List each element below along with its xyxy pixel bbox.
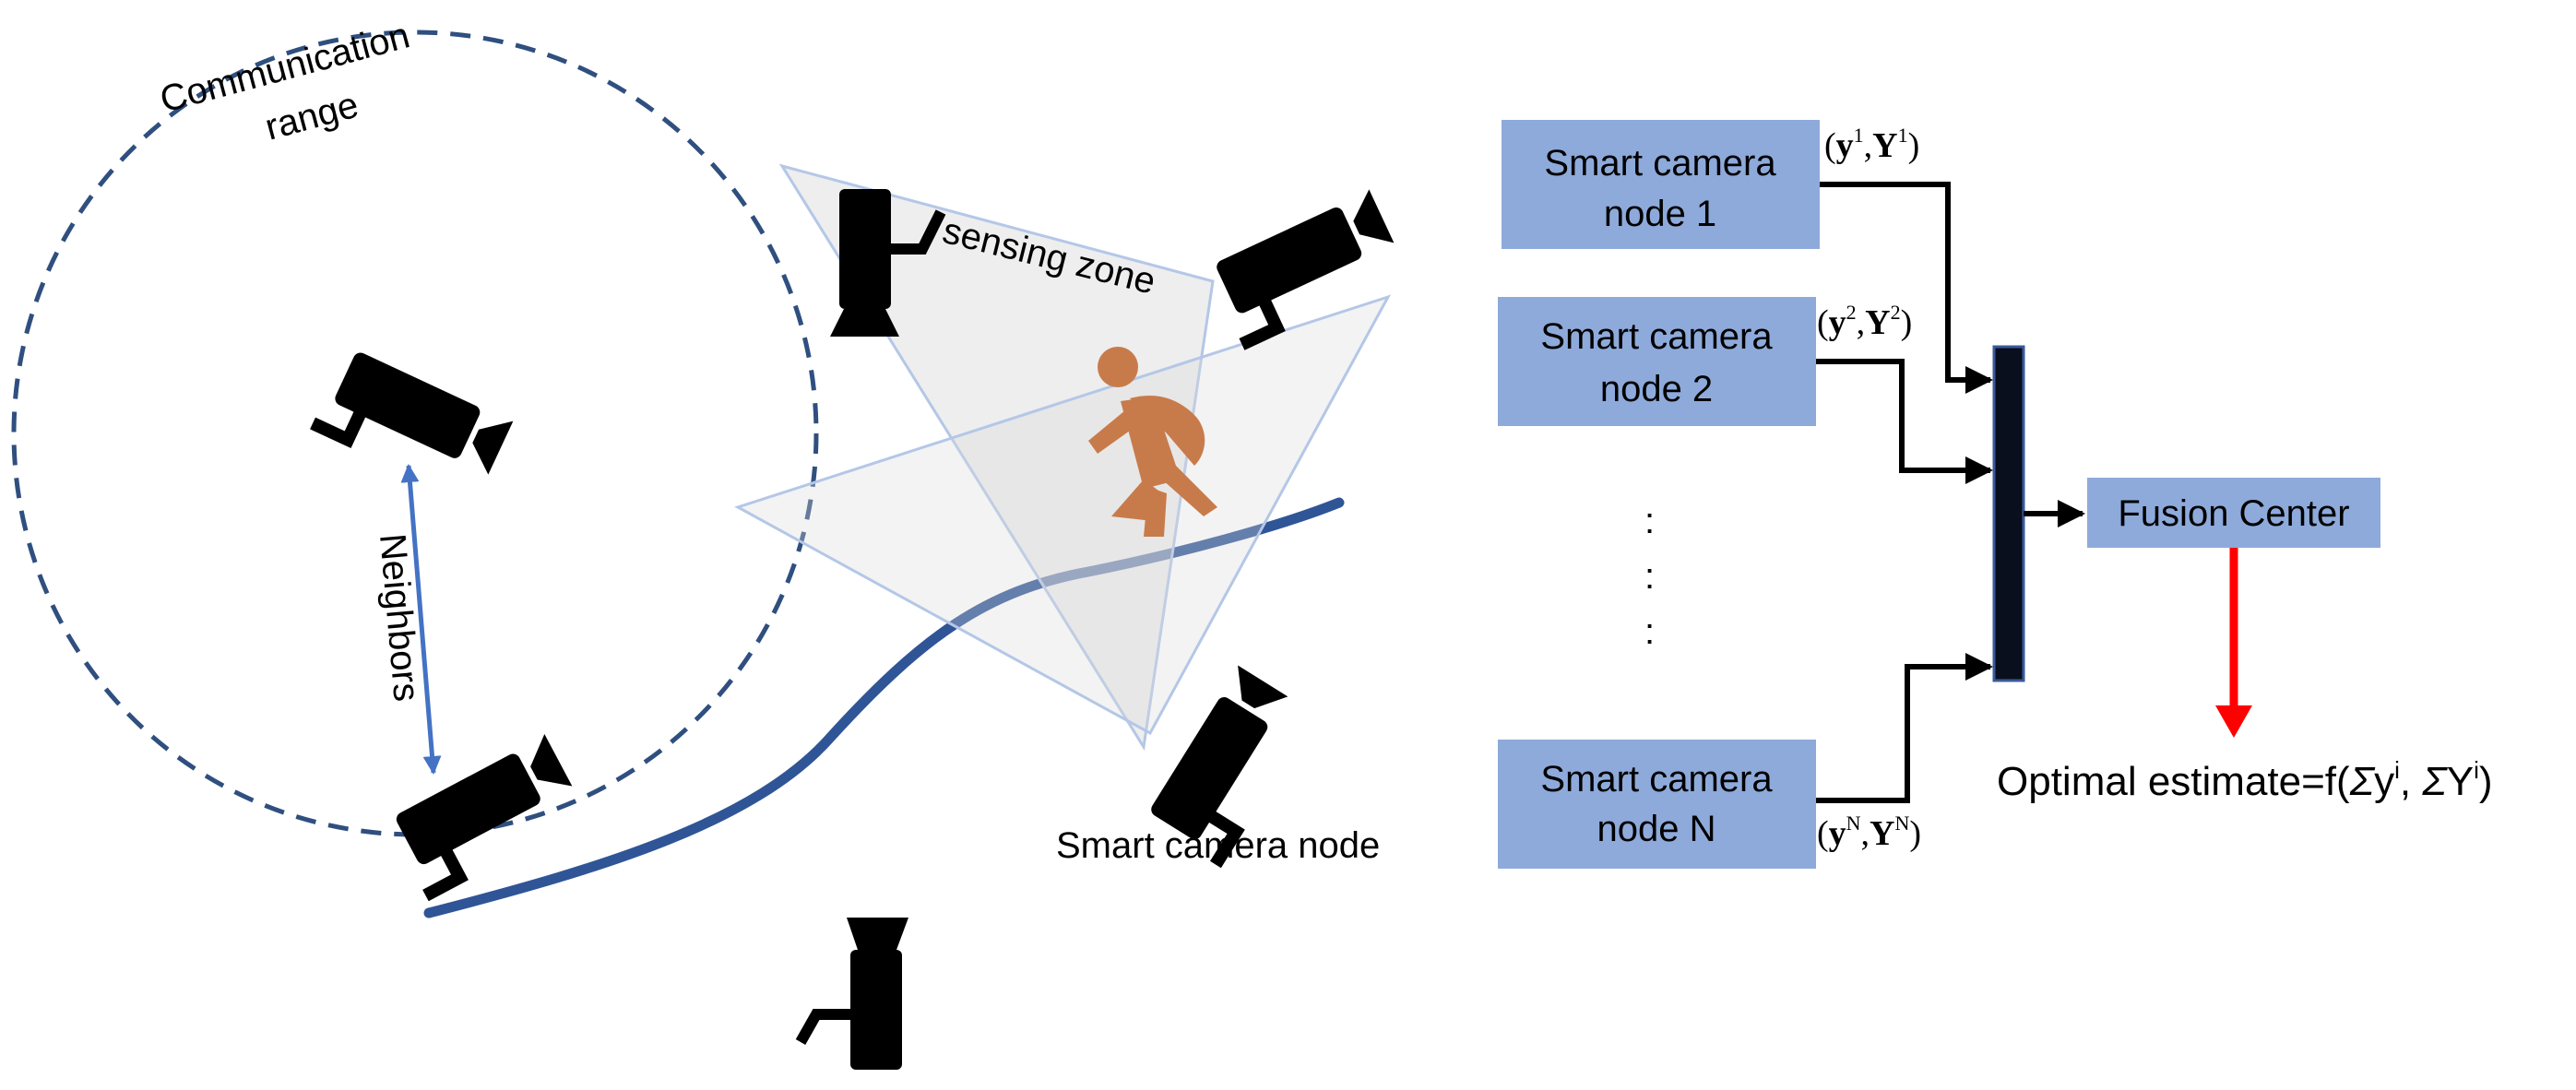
- svg-text:Smart camera: Smart camera: [1540, 316, 1773, 357]
- measurement-label-2: (y2,Y2): [1817, 301, 1912, 342]
- communication-range-label-line2: range: [261, 85, 362, 148]
- camera-icon: [830, 189, 946, 337]
- neighbors-arrow: [400, 464, 442, 775]
- smart-camera-node-n: Smart camera node N: [1498, 740, 1816, 869]
- camera-icon: [385, 734, 585, 895]
- left-panel: Communication range Neighbors: [11, 15, 1406, 1070]
- ellipsis-dot: :: [1644, 611, 1655, 652]
- svg-text:Fusion Center: Fusion Center: [2118, 493, 2349, 534]
- sensing-zone-top: [778, 163, 1215, 752]
- connector-node-1: [1820, 182, 1993, 394]
- measurement-label-n: (yN,YN): [1817, 812, 1921, 853]
- connector-node-2: [1816, 359, 1993, 484]
- measurement-label-1: (y1,Y1): [1824, 124, 1919, 165]
- communication-range-circle: [11, 30, 819, 837]
- smart-camera-node-1: Smart camera node 1: [1502, 120, 1820, 249]
- smart-camera-node-label: Smart camera node: [1056, 825, 1380, 866]
- connector-node-n: [1816, 653, 1993, 803]
- svg-text:node N: node N: [1597, 809, 1716, 849]
- camera-icon: [795, 918, 908, 1070]
- optimal-estimate-label: Optimal estimate=f(Σyi, ΣYi): [1997, 756, 2493, 804]
- sensing-zone-bottom: [734, 294, 1392, 736]
- svg-text:node 2: node 2: [1600, 369, 1713, 409]
- aggregation-bar: [1992, 345, 2025, 682]
- neighbors-label: Neighbors: [372, 532, 427, 703]
- svg-text:Smart camera: Smart camera: [1540, 759, 1773, 800]
- person-walking-icon: [1088, 347, 1217, 537]
- camera-icon: [313, 345, 513, 500]
- ellipsis-dot: :: [1644, 501, 1655, 541]
- road-curve: [423, 497, 1345, 918]
- svg-text:Smart camera: Smart camera: [1544, 143, 1776, 184]
- smart-camera-node-2: Smart camera node 2: [1498, 297, 1816, 426]
- right-panel: Smart camera node 1 Smart camera node 2 …: [1498, 120, 2493, 869]
- ellipsis-dot: :: [1644, 556, 1655, 597]
- fusion-center: Fusion Center: [2087, 478, 2380, 548]
- svg-text:node 1: node 1: [1604, 194, 1716, 234]
- output-arrowhead: [2215, 705, 2252, 738]
